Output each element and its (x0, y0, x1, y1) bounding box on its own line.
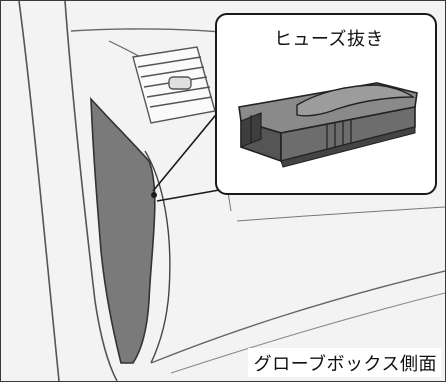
air-vent (132, 46, 216, 124)
leader-line-top (152, 110, 220, 192)
pillar-line (64, 1, 118, 381)
glove-box-side (90, 96, 156, 364)
leader-line-bottom (156, 188, 226, 202)
fuse-puller-label: ヒューズ抜き (273, 29, 385, 50)
door-edge-line (18, 1, 60, 381)
glove-box-side-caption: グローブボックス側面 (247, 348, 441, 377)
fuse-puller-callout: ヒューズ抜き (215, 13, 437, 195)
fuse-puller-icon (238, 82, 418, 168)
